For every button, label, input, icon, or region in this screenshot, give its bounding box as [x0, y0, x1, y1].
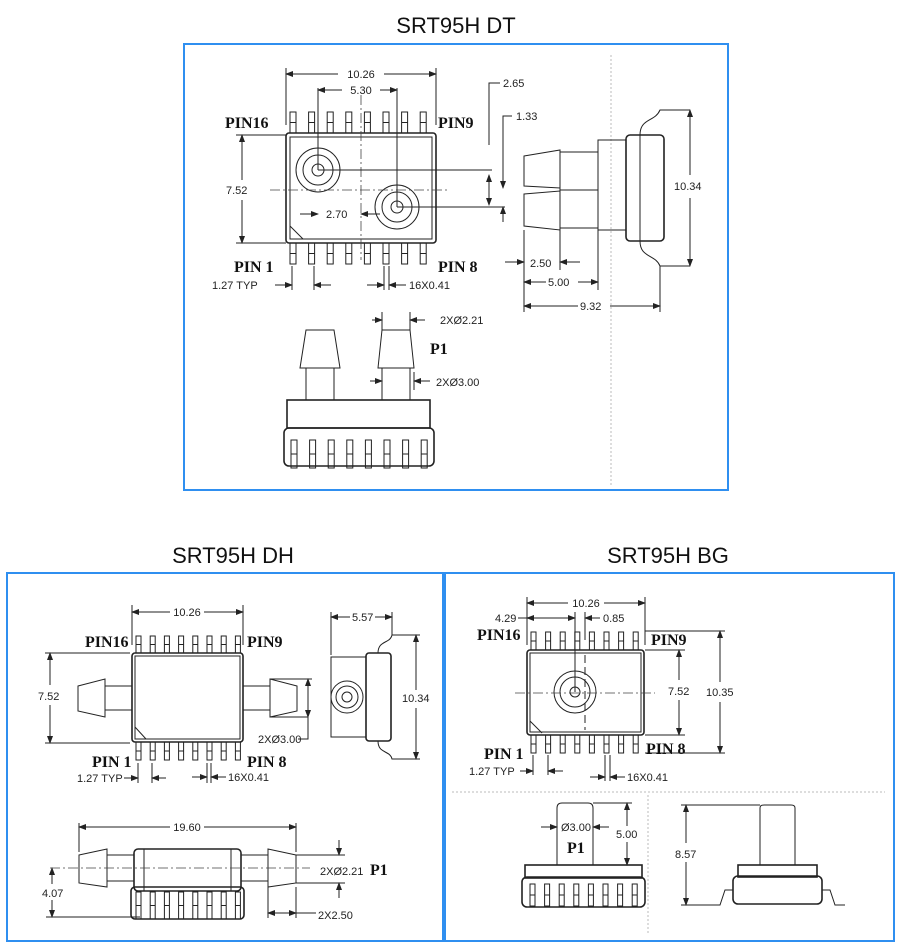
dim-body-height: 7.52 — [38, 691, 59, 703]
dim-port-offset: 2.70 — [326, 209, 347, 221]
dim-tube-base: 2XØ3.00 — [436, 377, 479, 389]
dim-4-29: 4.29 — [495, 613, 516, 625]
pins — [529, 883, 638, 907]
top-view: 10.26 7.52 2XØ3.00 PIN16 PIN9 PIN 1 PIN … — [38, 605, 312, 785]
pin8-label: PIN 8 — [247, 754, 287, 771]
front-view: 19.60 2XØ2.21 P1 4.07 2X2.50 — [42, 822, 388, 922]
dim-body-height: 7.52 — [668, 686, 689, 698]
dim-height: 10.35 — [706, 687, 734, 699]
panel-title: SRT95H DT — [396, 13, 515, 38]
pins-top — [289, 111, 427, 134]
pins — [135, 741, 241, 761]
dim-pitch: 1.27 TYP — [212, 280, 258, 292]
pins — [135, 891, 241, 920]
top-view: 10.26 4.29 0.85 7.52 10.35 PIN16 PIN9 PI… — [469, 597, 734, 784]
dim-side-width: 5.57 — [352, 612, 373, 624]
dim-tube-base: 2XØ3.00 — [258, 734, 301, 746]
dim-pitch: 1.27 TYP — [77, 773, 123, 785]
dim-2-65: 2.65 — [503, 78, 524, 90]
panel-title: SRT95H DH — [172, 543, 294, 568]
dim-port-dia: Ø3.00 — [561, 822, 591, 834]
dim-body-height: 7.52 — [226, 185, 247, 197]
dim-0-85: 0.85 — [603, 613, 624, 625]
dim-axis-height: 4.07 — [42, 888, 63, 900]
dim-width: 10.26 — [572, 598, 600, 610]
front-view: 5.00 Ø3.00 P1 — [521, 802, 646, 908]
pins-front — [290, 439, 428, 469]
panel-dt: SRT95H DT PIN16 PIN9 PIN 1 PIN 8 10.26 — [183, 13, 729, 491]
dim-5-00: 5.00 — [548, 277, 569, 289]
pins — [530, 734, 639, 754]
pin1-label: PIN 1 — [234, 259, 274, 276]
dim-width: 10.26 — [173, 607, 201, 619]
dim-height: 10.34 — [674, 181, 702, 193]
pin9-label: PIN9 — [247, 634, 283, 651]
panel-bg: SRT95H BG 10.26 4.29 0.85 7.52 10.35 PIN… — [444, 543, 895, 942]
panel-frame — [6, 572, 444, 942]
dim-tube-tip: 2XØ2.21 — [320, 866, 363, 878]
dim-width: 10.26 — [347, 69, 375, 81]
dim-lead-width: 16X0.41 — [228, 772, 269, 784]
pins-bottom — [289, 242, 427, 265]
pin9-label: PIN9 — [651, 632, 687, 649]
dim-tube-tip: 2XØ2.21 — [440, 315, 483, 327]
dim-1-33: 1.33 — [516, 111, 537, 123]
dim-pitch: 1.27 TYP — [469, 766, 515, 778]
pin1-label: PIN 1 — [484, 746, 524, 763]
port-label: P1 — [567, 840, 585, 857]
side-view: 8.57 — [675, 804, 845, 906]
dim-2-50: 2.50 — [530, 258, 551, 270]
dim-port-length: 5.00 — [616, 829, 637, 841]
dim-tube-len: 2X2.50 — [318, 910, 353, 922]
dim-overall: 19.60 — [173, 822, 201, 834]
pin8-label: PIN 8 — [646, 741, 686, 758]
panel-title: SRT95H BG — [607, 543, 729, 568]
pin8-label: PIN 8 — [438, 259, 478, 276]
dim-lead-width: 16X0.41 — [409, 280, 450, 292]
panel-frame — [183, 43, 729, 491]
side-view: 5.57 10.34 — [330, 612, 430, 760]
top-view: PIN16 PIN9 PIN 1 PIN 8 10.26 5.30 7.52 2… — [212, 68, 537, 292]
pins — [135, 635, 241, 654]
panel-frame — [444, 572, 895, 942]
dim-lead-width: 16X0.41 — [627, 772, 668, 784]
pin16-label: PIN16 — [477, 627, 521, 644]
side-view: 10.34 2.50 5.00 9.32 — [505, 109, 702, 313]
front-view: 2XØ2.21 P1 2XØ3.00 — [283, 312, 483, 469]
dim-port-spacing: 5.30 — [350, 85, 371, 97]
panel-dh: SRT95H DH 10.26 7.52 2XØ3.00 PIN16 PIN9 … — [6, 543, 444, 942]
pin1-label: PIN 1 — [92, 754, 132, 771]
dim-total-height: 8.57 — [675, 849, 696, 861]
pin9-label: PIN9 — [438, 115, 474, 132]
dim-height: 10.34 — [402, 693, 430, 705]
pin16-label: PIN16 — [85, 634, 129, 651]
dim-depth: 9.32 — [580, 301, 601, 313]
pin16-label: PIN16 — [225, 115, 269, 132]
port-label: P1 — [370, 862, 388, 879]
port-label: P1 — [430, 341, 448, 358]
